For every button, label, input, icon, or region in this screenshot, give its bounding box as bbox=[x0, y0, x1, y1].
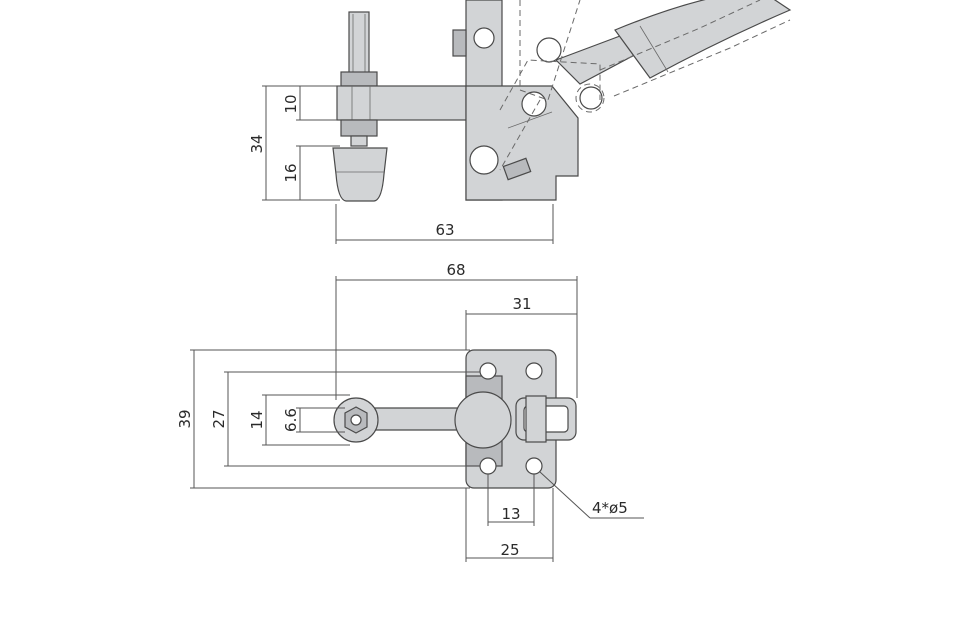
dim-13: 13 bbox=[501, 505, 520, 523]
dim-63: 63 bbox=[435, 221, 454, 239]
dim-68: 68 bbox=[446, 261, 465, 279]
pivot-lower bbox=[469, 145, 499, 175]
top-view: 68 31 39 27 14 6.6 13 25 4*ø5 bbox=[176, 261, 644, 562]
side-view: 34 10 16 63 bbox=[248, 0, 792, 244]
base-plate bbox=[465, 85, 579, 201]
mount-hole bbox=[479, 362, 497, 380]
clamp-arm bbox=[336, 85, 468, 121]
handle-grip bbox=[614, 0, 792, 79]
rubber-tip bbox=[332, 147, 388, 202]
pivot-boss bbox=[454, 391, 512, 449]
lower-nut bbox=[340, 119, 378, 137]
spindle bbox=[348, 11, 370, 75]
dim-10: 10 bbox=[282, 94, 300, 113]
dim-25: 25 bbox=[500, 541, 519, 559]
dim-34: 34 bbox=[248, 134, 266, 153]
stop-block bbox=[452, 29, 467, 57]
pivot-handle bbox=[521, 91, 547, 117]
mount-hole bbox=[525, 362, 543, 380]
dim-16: 16 bbox=[282, 163, 300, 182]
hole-callout: 4*ø5 bbox=[592, 499, 628, 517]
pivot-top bbox=[473, 27, 495, 49]
dim-6-6: 6.6 bbox=[282, 408, 300, 432]
dim-27: 27 bbox=[210, 409, 228, 428]
dim-39: 39 bbox=[176, 409, 194, 428]
dim-14: 14 bbox=[248, 410, 266, 429]
mount-hole bbox=[479, 457, 497, 475]
dim-31: 31 bbox=[512, 295, 531, 313]
top-nut bbox=[340, 71, 378, 87]
mount-hole bbox=[525, 457, 543, 475]
